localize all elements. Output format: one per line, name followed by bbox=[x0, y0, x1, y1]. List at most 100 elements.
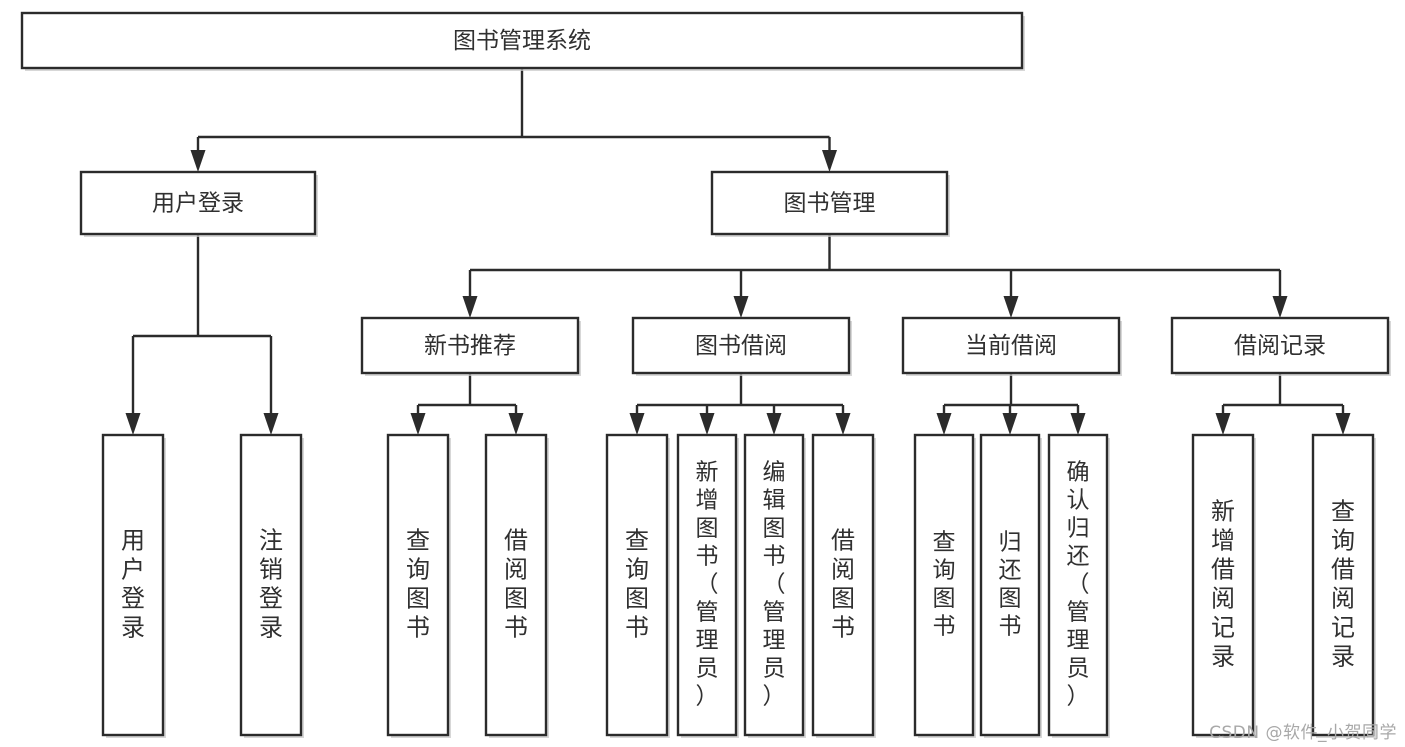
node-label-char: 理 bbox=[763, 628, 786, 654]
node-label-char: 登 bbox=[259, 585, 283, 613]
node-user-login[interactable]: 用户登录 bbox=[79, 170, 318, 237]
node-label-char: 编 bbox=[763, 460, 786, 486]
node-label-char: 借 bbox=[831, 527, 855, 555]
node-label-char: 图 bbox=[763, 516, 786, 542]
node-label-char: 注 bbox=[259, 527, 283, 555]
node-label-char: 员 bbox=[763, 656, 786, 682]
connector-group bbox=[125, 234, 279, 435]
node-label-char: 增 bbox=[696, 488, 719, 514]
node-leaf-user-login[interactable]: 用户登录 bbox=[101, 433, 166, 738]
node-box[interactable] bbox=[979, 433, 1041, 737]
node-label-char: 理 bbox=[696, 628, 719, 654]
node-new-book-rec[interactable]: 新书推荐 bbox=[360, 316, 581, 376]
node-label-char: 还 bbox=[1067, 544, 1090, 570]
node-label-char: 员 bbox=[1067, 656, 1090, 682]
node-borrow-record[interactable]: 借阅记录 bbox=[1170, 316, 1391, 376]
node-label-char: 图 bbox=[831, 585, 855, 613]
node-box[interactable] bbox=[631, 316, 851, 375]
node-label-char: 询 bbox=[933, 558, 956, 584]
node-label-char: 借 bbox=[1211, 556, 1235, 584]
node-label-char: 登 bbox=[121, 585, 145, 613]
node-label-char: 用 bbox=[121, 527, 145, 555]
arrow-head-icon bbox=[190, 150, 206, 172]
node-box[interactable] bbox=[386, 433, 450, 737]
node-label-char: 归 bbox=[1067, 516, 1090, 542]
node-box[interactable] bbox=[79, 170, 317, 236]
node-box[interactable] bbox=[913, 433, 975, 737]
node-label-char: ） bbox=[696, 684, 719, 710]
node-label-char: 户 bbox=[121, 556, 145, 584]
node-box[interactable] bbox=[605, 433, 669, 737]
node-box[interactable] bbox=[239, 433, 303, 737]
arrow-head-icon bbox=[835, 413, 851, 435]
node-label-char: 图 bbox=[625, 585, 649, 613]
node-label-char: 图 bbox=[504, 585, 528, 613]
node-box[interactable] bbox=[901, 316, 1121, 375]
arrow-head-icon bbox=[766, 413, 782, 435]
node-box[interactable] bbox=[1191, 433, 1255, 737]
arrow-head-icon bbox=[1003, 296, 1019, 318]
node-box[interactable] bbox=[811, 433, 875, 737]
node-label-char: 新 bbox=[1211, 498, 1235, 526]
node-label-char: 书 bbox=[999, 614, 1022, 640]
node-label-char: 增 bbox=[1211, 527, 1235, 555]
node-box[interactable] bbox=[484, 433, 548, 737]
node-layer: 图书管理系统用户登录图书管理新书推荐图书借阅当前借阅借阅记录用户登录注销登录查询… bbox=[20, 11, 1391, 738]
node-label-char: 理 bbox=[1067, 628, 1090, 654]
node-label-char: 销 bbox=[259, 556, 283, 584]
node-label-char: 阅 bbox=[1331, 585, 1355, 613]
node-label-char: 询 bbox=[406, 556, 430, 584]
node-label-char: 录 bbox=[259, 614, 283, 642]
node-label-char: 认 bbox=[1067, 488, 1090, 514]
arrow-head-icon bbox=[1272, 296, 1288, 318]
node-current-borrow[interactable]: 当前借阅 bbox=[901, 316, 1122, 376]
node-label: 图书借阅 bbox=[695, 333, 787, 359]
arrow-head-icon bbox=[263, 413, 279, 435]
node-book-borrow[interactable]: 图书借阅 bbox=[631, 316, 852, 376]
node-label-char: 确 bbox=[1067, 460, 1090, 486]
node-box[interactable] bbox=[1311, 433, 1375, 737]
node-label-char: ） bbox=[763, 684, 786, 710]
node-box[interactable] bbox=[20, 11, 1024, 70]
node-label-char: 阅 bbox=[831, 556, 855, 584]
arrow-head-icon bbox=[1335, 413, 1351, 435]
node-box[interactable] bbox=[360, 316, 580, 375]
node-label-char: （ bbox=[763, 572, 786, 598]
node-box[interactable] bbox=[743, 433, 805, 737]
node-label-char: 书 bbox=[406, 614, 430, 642]
connector-group bbox=[462, 234, 1288, 318]
arrow-head-icon bbox=[1002, 413, 1018, 435]
node-box[interactable] bbox=[1047, 433, 1109, 737]
arrow-head-icon bbox=[410, 413, 426, 435]
node-box[interactable] bbox=[676, 433, 738, 737]
node-label-char: 新 bbox=[696, 460, 719, 486]
node-box[interactable] bbox=[1170, 316, 1390, 375]
arrow-head-icon bbox=[699, 413, 715, 435]
node-label-char: 书 bbox=[763, 544, 786, 570]
node-label-char: 查 bbox=[406, 527, 430, 555]
node-box[interactable] bbox=[710, 170, 949, 236]
connector-group bbox=[1215, 373, 1351, 435]
arrow-head-icon bbox=[1070, 413, 1086, 435]
node-root[interactable]: 图书管理系统 bbox=[20, 11, 1025, 71]
node-book-manage[interactable]: 图书管理 bbox=[710, 170, 950, 237]
node-box[interactable] bbox=[101, 433, 165, 737]
arrow-head-icon bbox=[822, 150, 837, 172]
